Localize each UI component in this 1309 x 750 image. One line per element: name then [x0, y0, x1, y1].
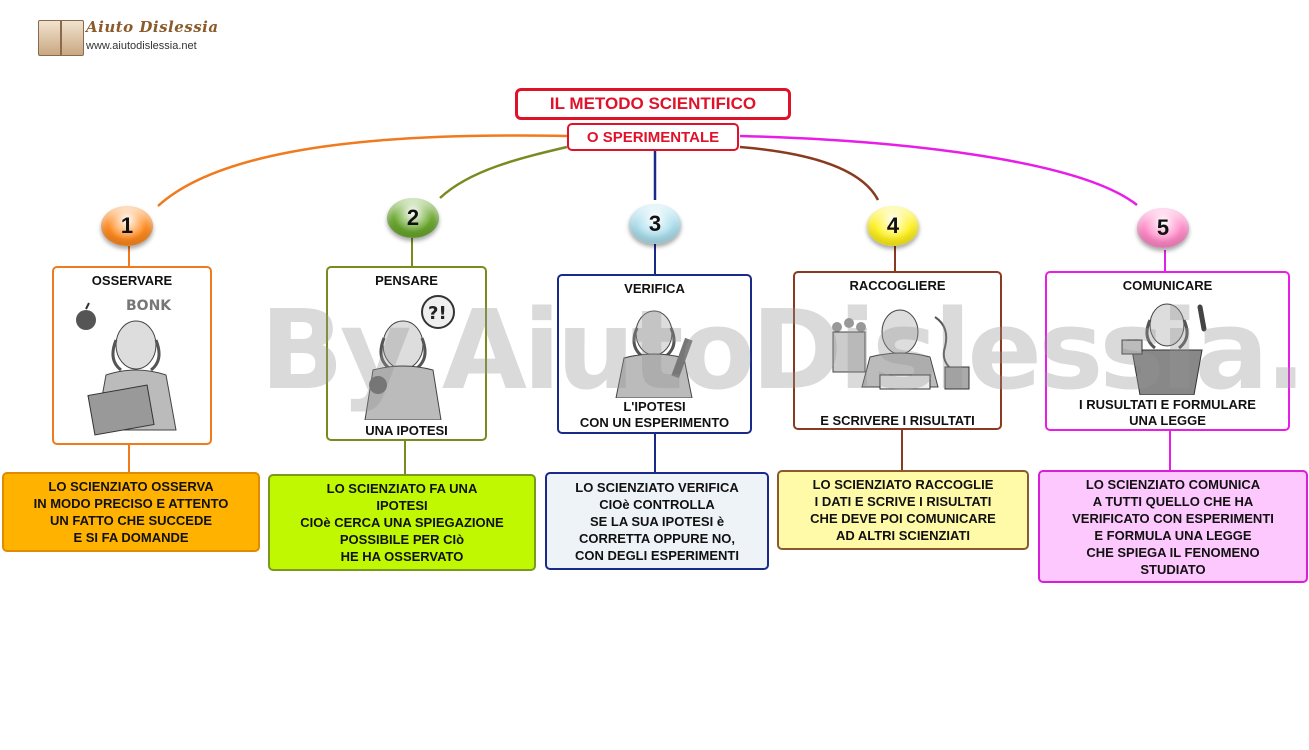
diagram-title: IL METODO SCIENTIFICO: [515, 88, 791, 120]
branch-line-1: [157, 134, 568, 207]
step-3-number: 3: [648, 211, 662, 236]
branch-line-5: [739, 134, 1138, 206]
step-4-label-bottom: E SCRIVERE I RISULTATI: [820, 413, 975, 428]
branch-line-4: [739, 145, 880, 201]
step-3-ball: 3: [629, 204, 681, 244]
step-1-number: 1: [120, 213, 134, 238]
step-2-number: 2: [406, 205, 420, 230]
step-1-card: OSSERVARE BONK: [52, 266, 212, 445]
step-4-card: RACCOGLIERE E SCRIVERE I RISULTATI: [793, 271, 1002, 430]
step-2-label-top: PENSARE: [375, 273, 438, 288]
scientist-observing-figure: BONK: [76, 298, 177, 436]
step-3-description: LO SCIENZIATO VERIFICA CIOè CONTROLLA SE…: [545, 472, 769, 570]
svg-text:?!: ?!: [428, 303, 447, 324]
step-5-card: COMUNICARE I RUSULTATI E FORMULARE UNA L…: [1045, 271, 1290, 431]
scientist-thinking-figure: ?!: [364, 295, 455, 420]
step-5-description-text: LO SCIENZIATO COMUNICA A TUTTI QUELLO CH…: [1072, 476, 1274, 577]
step-2-card: PENSARE ?! UNA IPOTESI: [326, 266, 487, 441]
step-1-description: LO SCIENZIATO OSSERVA IN MODO PRECISO E …: [2, 472, 260, 552]
step-2-description: LO SCIENZIATO FA UNA IPOTESI CIOè CERCA …: [268, 474, 536, 571]
step-4-description: LO SCIENZIATO RACCOGLIE I DATI E SCRIVE …: [777, 470, 1029, 550]
scientist-experiment-figure: [615, 310, 693, 398]
diagram-subtitle: O SPERIMENTALE: [567, 123, 739, 151]
scientist-speaking-figure: [1121, 303, 1207, 395]
step-2-label-bottom: UNA IPOTESI: [365, 423, 448, 438]
step-3-card: VERIFICA L'IPOTESI CON UN ESPERIMENTO: [557, 274, 752, 434]
logo: Aiuto Dislessia www.aiutodislessia.net: [38, 18, 238, 58]
step-3-label-bottom: L'IPOTESI CON UN ESPERIMENTO: [579, 399, 730, 430]
book-logo-icon: [38, 20, 84, 56]
scientist-writing-figure: [832, 309, 970, 390]
step-1-description-text: LO SCIENZIATO OSSERVA IN MODO PRECISO E …: [33, 479, 229, 545]
step-5-label-bottom: I RUSULTATI E FORMULARE UNA LEGGE: [1079, 397, 1256, 428]
step-2-ball: 2: [387, 198, 439, 238]
step-4-number: 4: [886, 213, 900, 238]
step-4-description-text: LO SCIENZIATO RACCOGLIE I DATI E SCRIVE …: [810, 477, 996, 543]
step-1-ball: 1: [101, 206, 153, 246]
branch-line-2: [439, 145, 568, 199]
step-4-ball: 4: [867, 206, 919, 246]
step-5-number: 5: [1156, 215, 1170, 240]
step-3-description-text: LO SCIENZIATO VERIFICA CIOè CONTROLLA SE…: [575, 479, 739, 563]
step-5-label-top: COMUNICARE: [1122, 278, 1213, 293]
step-4-label-top: RACCOGLIERE: [849, 278, 946, 293]
step-3-label-top: VERIFICA: [624, 281, 685, 296]
logo-url: www.aiutodislessia.net: [86, 40, 197, 52]
step-5-description: LO SCIENZIATO COMUNICA A TUTTI QUELLO CH…: [1038, 470, 1308, 583]
svg-text:BONK: BONK: [126, 298, 172, 314]
logo-title: Aiuto Dislessia: [86, 18, 219, 36]
step-2-description-text: LO SCIENZIATO FA UNA IPOTESI CIOè CERCA …: [300, 481, 504, 564]
step-1-label-top: OSSERVARE: [91, 273, 173, 288]
step-5-ball: 5: [1137, 208, 1189, 248]
